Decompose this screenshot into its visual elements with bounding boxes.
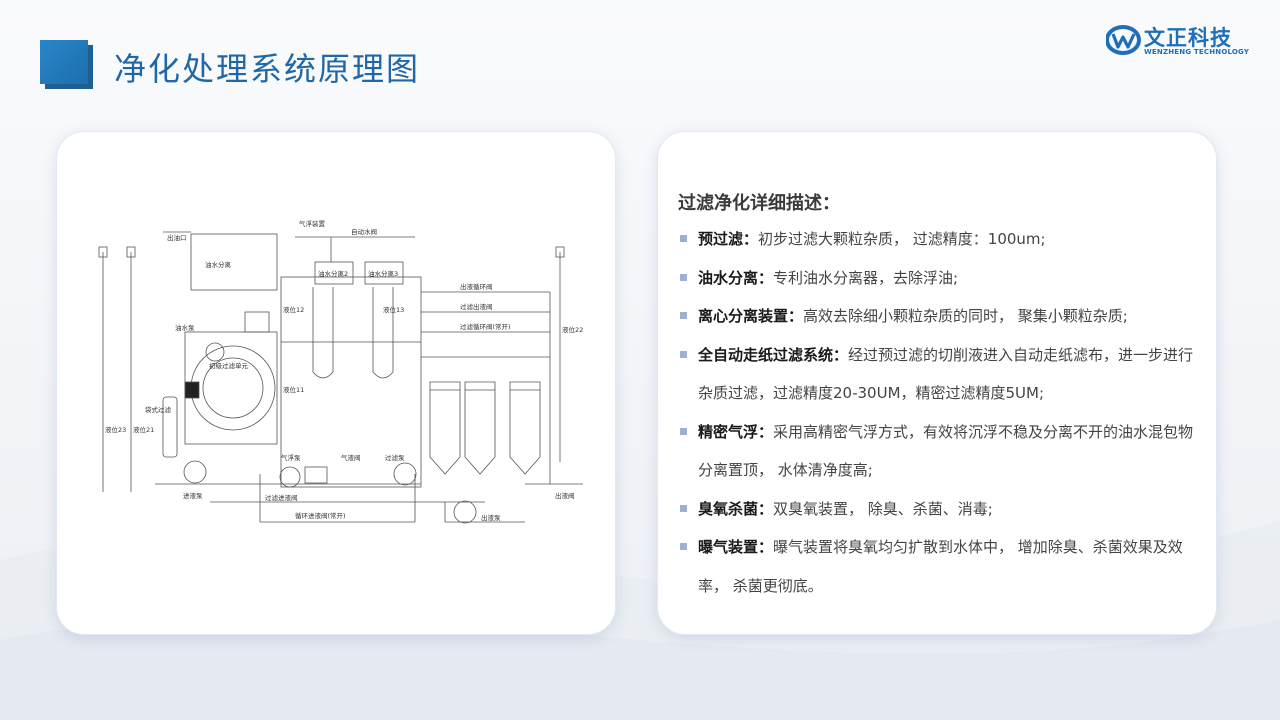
item-text: 双臭氧装置， 除臭、杀菌、消毒;: [773, 499, 993, 518]
tank-label-box-3: [364, 261, 404, 285]
list-item: 全自动走纸过滤系统：经过预过滤的切削液进入自动走纸滤布，进一步进行杂质过滤，过滤…: [678, 336, 1198, 413]
gas-pump-motor: [304, 466, 328, 484]
bullet-icon: [680, 427, 687, 435]
oil-water-separator-box: [190, 233, 278, 291]
prefilter-motor-box: [244, 311, 270, 333]
description-list: 预过滤：初步过滤大颗粒杂质， 过滤精度：100um; 油水分离：专利油水分离器，…: [678, 220, 1198, 605]
lbl-gas-vent: 气液阀: [341, 453, 361, 462]
outlet-pump-shape: [453, 500, 477, 524]
lbl-filter-inlet-valve: 过滤进液阀: [265, 493, 298, 502]
description-heading: 过滤净化详细描述：: [678, 193, 840, 214]
precision-filter-1: [429, 381, 461, 475]
lbl-auto-drain-valve: 自动水阀: [351, 227, 377, 236]
bullet-icon: [680, 312, 687, 319]
bullet-icon: [680, 543, 687, 550]
lbl-air-float-device: 气浮装置: [299, 219, 326, 228]
tank-label-box-2: [314, 261, 354, 285]
bullet-icon: [680, 504, 687, 512]
main-tank: [280, 276, 422, 488]
logo-subtitle: WENZHENG TECHNOLOGY: [1144, 48, 1250, 56]
prefilter-motor: [184, 381, 200, 399]
diagram-card: 出油口 油水分离 油水泵 初级过滤单元 气浮装置 油水分离2 油水分离3 自动水…: [56, 131, 616, 635]
oil-water-pump-shape: [205, 342, 225, 362]
lbl-tank-oil-sep-2: 油水分离2: [318, 269, 348, 278]
item-text: 曝气装置将臭氧均匀扩散到水体中， 增加除臭、杀菌效果及效率， 杀菌更彻底。: [698, 538, 1183, 595]
level-sensor-head-21: [126, 246, 136, 258]
list-item: 精密气浮：采用高精密气浮方式，有效将沉浮不稳及分离不开的油水混包物分离置顶， 水…: [678, 413, 1198, 490]
item-text: 经过预过滤的切削液进入自动走纸滤布，进一步进行杂质过滤，过滤精度20-30UM，…: [698, 345, 1194, 403]
lbl-level-13: 液位13: [383, 305, 404, 314]
prefilter-drum: [190, 345, 276, 431]
company-logo: 文正科技 WENZHENG TECHNOLOGY: [1106, 20, 1256, 60]
precision-filter-3: [509, 381, 541, 475]
description-card: 过滤净化详细描述： 预过滤：初步过滤大颗粒杂质， 过滤精度：100um; 油水分…: [657, 131, 1217, 635]
lbl-inlet-pump: 进液泵: [183, 491, 203, 500]
lbl-bag-filter: 袋式过滤: [145, 405, 172, 414]
item-text: 专利油水分离器，去除浮油;: [773, 268, 959, 287]
float-column-2: [372, 287, 394, 379]
title-decoration: [40, 40, 94, 90]
level-sensor-head-22: [555, 246, 565, 258]
gas-pump-shape: [279, 466, 301, 488]
logo-name: 文正科技: [1144, 26, 1232, 50]
bullet-icon: [680, 350, 687, 358]
lbl-filter-circ-valve: 过滤循环阀(常开): [460, 322, 511, 331]
list-item: 曝气装置：曝气装置将臭氧均匀扩散到水体中， 增加除臭、杀菌效果及效率， 杀菌更彻…: [678, 528, 1198, 605]
item-text: 高效去除细小颗粒杂质的同时， 聚集小颗粒杂质;: [803, 307, 1128, 325]
lbl-level-12: 液位12: [283, 305, 304, 314]
lbl-level-21: 液位21: [133, 425, 154, 434]
list-item: 油水分离：专利油水分离器，去除浮油;: [678, 259, 1198, 298]
item-label: 精密气浮：: [698, 422, 774, 441]
lbl-prefilter-unit: 初级过滤单元: [209, 361, 249, 370]
precision-filter-2: [464, 381, 496, 475]
list-item: 离心分离装置：高效去除细小颗粒杂质的同时， 聚集小颗粒杂质;: [678, 297, 1198, 336]
lbl-outlet-circ-valve: 出液循环阀: [460, 282, 493, 291]
lbl-oil-water-pump: 油水泵: [175, 323, 195, 332]
lbl-outlet-pump: 出液泵: [481, 513, 501, 522]
purification-schematic: 出油口 油水分离 油水泵 初级过滤单元 气浮装置 油水分离2 油水分离3 自动水…: [98, 219, 583, 524]
logo-mark-icon: [1106, 25, 1141, 55]
item-label: 曝气装置：: [698, 538, 774, 556]
item-label: 臭氧杀菌：: [698, 499, 774, 518]
lbl-filter-pump: 过滤泵: [385, 453, 405, 462]
bullet-icon: [680, 273, 687, 281]
float-column-1: [312, 287, 334, 379]
list-item: 预过滤：初步过滤大颗粒杂质， 过滤精度：100um;: [678, 220, 1198, 259]
bullet-icon: [680, 235, 687, 242]
lbl-outlet-valve: 出液阀: [555, 491, 575, 500]
lbl-oil-outlet: 出油口: [167, 233, 187, 242]
item-text: 初步过滤大颗粒杂质， 过滤精度：100um;: [758, 230, 1046, 248]
lbl-oil-water-sep: 油水分离: [205, 260, 232, 269]
item-label: 离心分离装置：: [698, 307, 804, 325]
lbl-level-11: 液位11: [283, 385, 304, 394]
list-item: 臭氧杀菌：双臭氧装置， 除臭、杀菌、消毒;: [678, 490, 1198, 529]
item-label: 预过滤：: [698, 230, 759, 248]
lbl-level-23: 液位23: [105, 425, 126, 434]
bag-filter: [162, 396, 178, 458]
lbl-tank-oil-sep-3: 油水分离3: [368, 269, 398, 278]
filter-pump-shape: [393, 462, 417, 486]
lbl-level-22: 液位22: [562, 325, 583, 334]
lbl-circ-inlet-valve: 循环进液阀(常开): [295, 511, 346, 520]
item-label: 油水分离：: [698, 268, 774, 287]
level-sensor-head-23: [98, 246, 108, 258]
page-title: 净化处理系统原理图: [114, 50, 421, 88]
item-label: 全自动走纸过滤系统：: [698, 345, 849, 364]
lbl-filter-outlet-valve: 过滤出液阀: [460, 302, 493, 311]
item-text: 采用高精密气浮方式，有效将沉浮不稳及分离不开的油水混包物分离置顶， 水体清净度高…: [698, 422, 1194, 480]
lbl-gas-pump: 气浮泵: [281, 453, 301, 462]
inlet-pump-shape: [183, 460, 207, 484]
